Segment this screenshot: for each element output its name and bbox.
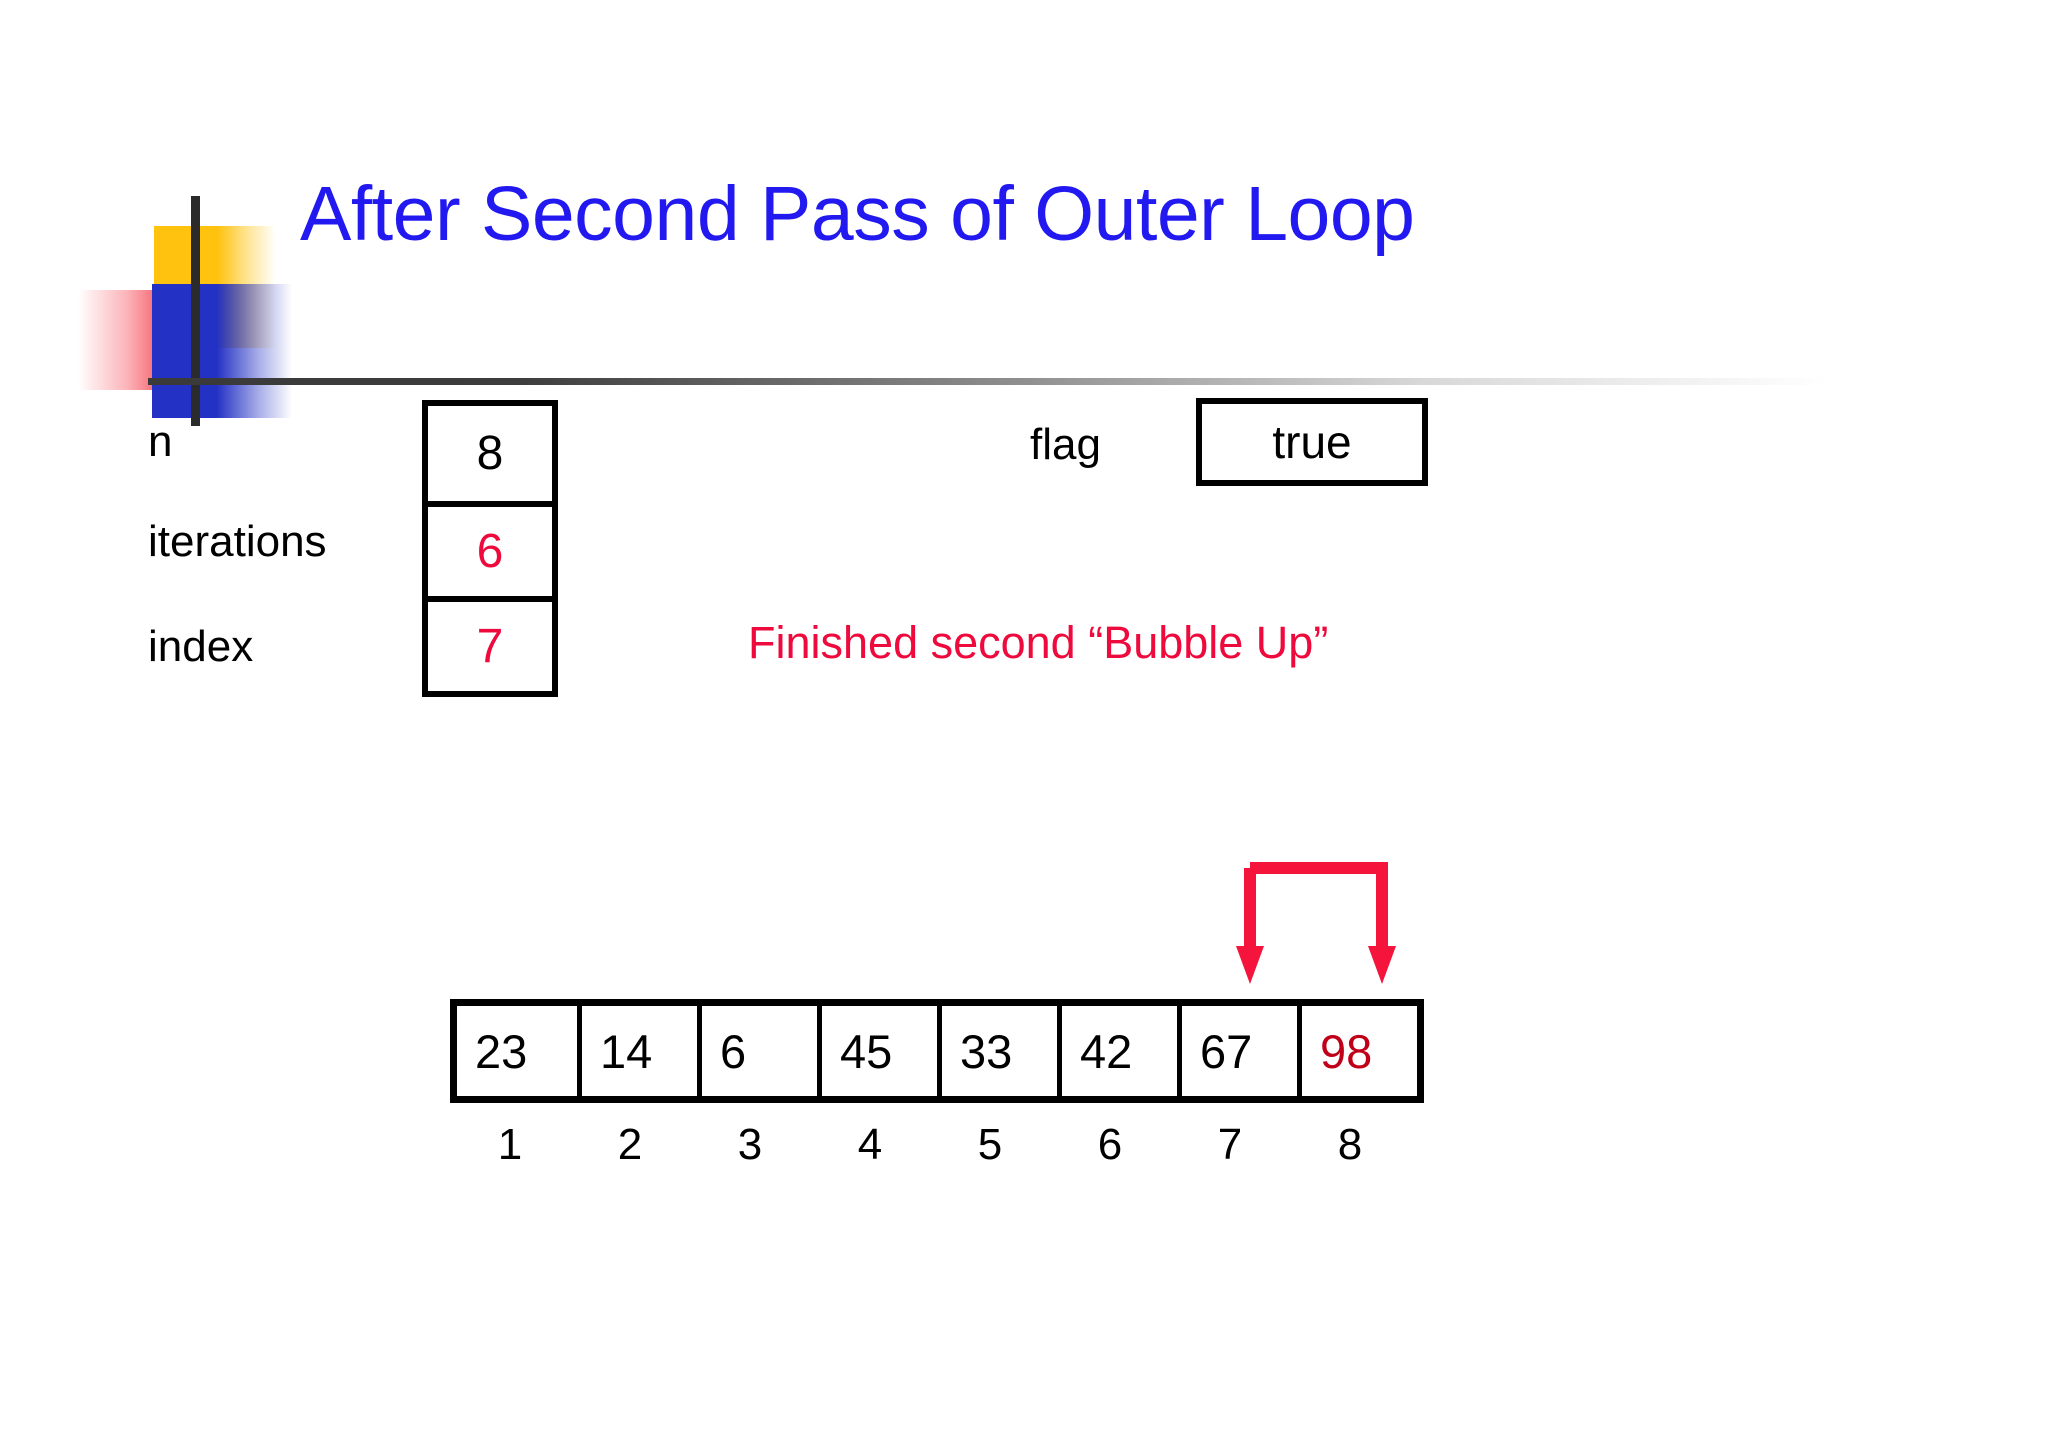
array-index-3: 3 [737, 1120, 763, 1169]
array-index-8: 8 [1337, 1120, 1363, 1169]
array-cell-3: 6 [697, 1006, 817, 1096]
status-note: Finished second “Bubble Up” [748, 617, 1329, 668]
variable-label-n: n [148, 417, 173, 466]
page-title: After Second Pass of Outer Loop [300, 171, 1415, 257]
array-index-1: 1 [497, 1120, 523, 1169]
array-index-row: 1 2 3 4 5 6 7 8 [450, 1120, 1410, 1170]
array-cell-1: 23 [457, 1006, 577, 1096]
array-index-4: 4 [857, 1120, 883, 1169]
array-cell-4: 45 [817, 1006, 937, 1096]
flag-label: flag [1030, 420, 1101, 469]
array-cell-5: 33 [937, 1006, 1057, 1096]
array-cell-2: 14 [577, 1006, 697, 1096]
variable-label-index: index [148, 622, 254, 671]
array-index-7: 7 [1217, 1120, 1243, 1169]
title-divider [148, 378, 1828, 385]
variable-label-iterations: iterations [148, 517, 327, 566]
logo-vertical-bar-icon [191, 196, 200, 426]
variable-value-n: 8 [428, 406, 552, 501]
variable-value-index: 7 [428, 596, 552, 691]
flag-value-box: true [1196, 398, 1428, 486]
array-index-6: 6 [1097, 1120, 1123, 1169]
array-cell-7: 67 [1177, 1006, 1297, 1096]
array-index-2: 2 [617, 1120, 643, 1169]
array-cell-6: 42 [1057, 1006, 1177, 1096]
variable-value-stack: 8 6 7 [422, 400, 558, 697]
logo-blue-square-icon [152, 284, 292, 418]
array-index-5: 5 [977, 1120, 1003, 1169]
array-cell-8: 98 [1297, 1006, 1417, 1096]
array-row: 23 14 6 45 33 42 67 98 [450, 999, 1424, 1103]
variable-value-iterations: 6 [428, 501, 552, 596]
decorative-logo [78, 196, 348, 426]
swap-bracket-arrow-icon [1236, 862, 1396, 990]
